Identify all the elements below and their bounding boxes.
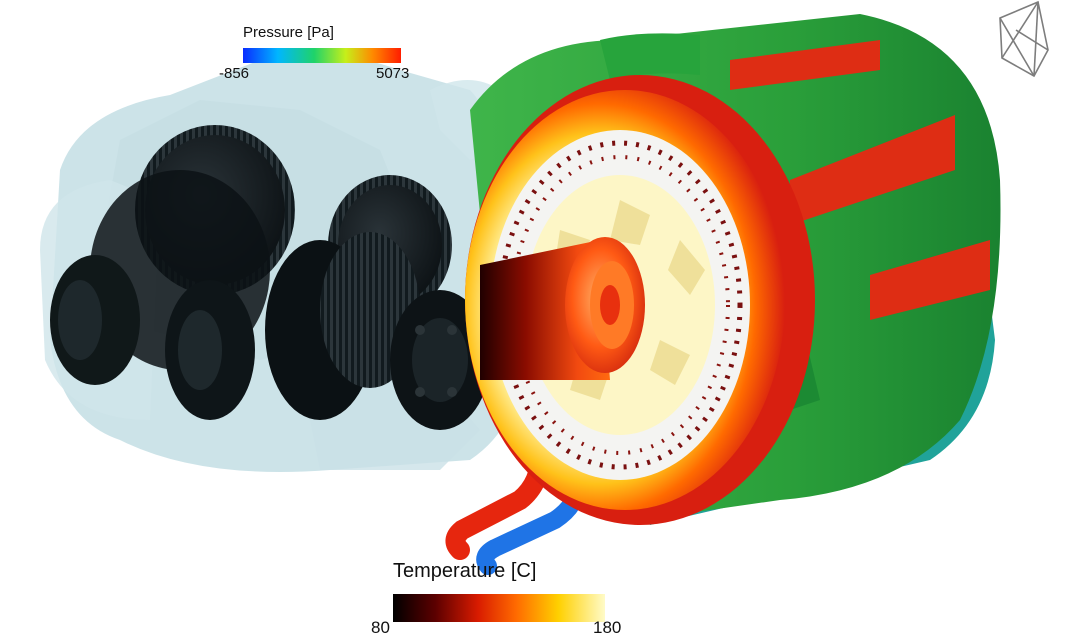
temperature-legend-title: Temperature [C] bbox=[393, 560, 537, 582]
temperature-legend: Temperature [C] 80 180 bbox=[368, 558, 638, 640]
temperature-legend-min: 80 bbox=[371, 618, 390, 637]
pressure-legend: Pressure [Pa] -856 5073 bbox=[216, 24, 426, 84]
rotor-shaft bbox=[480, 237, 645, 380]
pressure-legend-title: Pressure [Pa] bbox=[243, 24, 334, 41]
pressure-colorbar bbox=[243, 48, 401, 63]
pressure-legend-min: -856 bbox=[219, 65, 250, 82]
orientation-cube-icon[interactable] bbox=[999, 0, 1049, 78]
pressure-legend-max: 5073 bbox=[376, 65, 410, 82]
temperature-legend-max: 180 bbox=[593, 618, 622, 637]
temperature-colorbar bbox=[393, 594, 605, 622]
gear-train bbox=[50, 125, 490, 430]
